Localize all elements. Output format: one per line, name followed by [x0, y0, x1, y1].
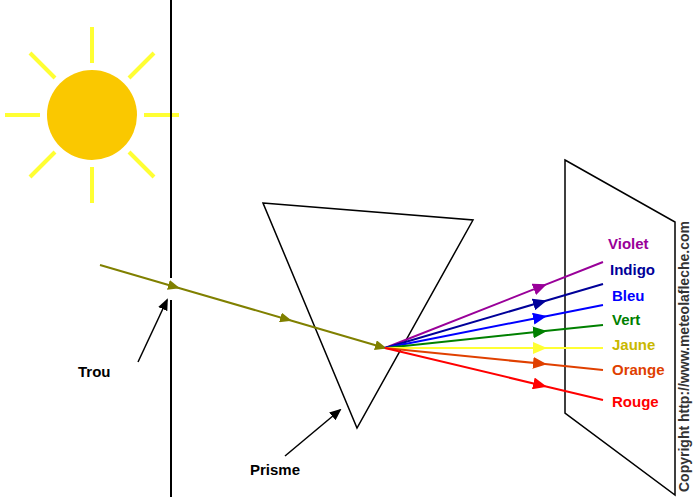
color-label: Rouge	[610, 393, 661, 410]
color-label: Bleu	[610, 287, 647, 304]
sun	[5, 27, 179, 203]
color-label: Indigo	[608, 261, 657, 278]
part-label: Prisme	[248, 461, 302, 478]
part-label: Trou	[76, 363, 113, 380]
light-ray	[100, 265, 385, 348]
watermark: Copyright http://www.meteolafleche.com	[676, 219, 692, 494]
wall	[170, 0, 172, 497]
prism	[263, 203, 473, 428]
leader-arrows	[138, 300, 340, 456]
spectrum-rays	[385, 262, 603, 400]
color-label: Orange	[610, 361, 667, 378]
color-label: Violet	[606, 235, 651, 252]
color-label: Vert	[610, 311, 642, 328]
color-label: Jaune	[610, 336, 657, 353]
